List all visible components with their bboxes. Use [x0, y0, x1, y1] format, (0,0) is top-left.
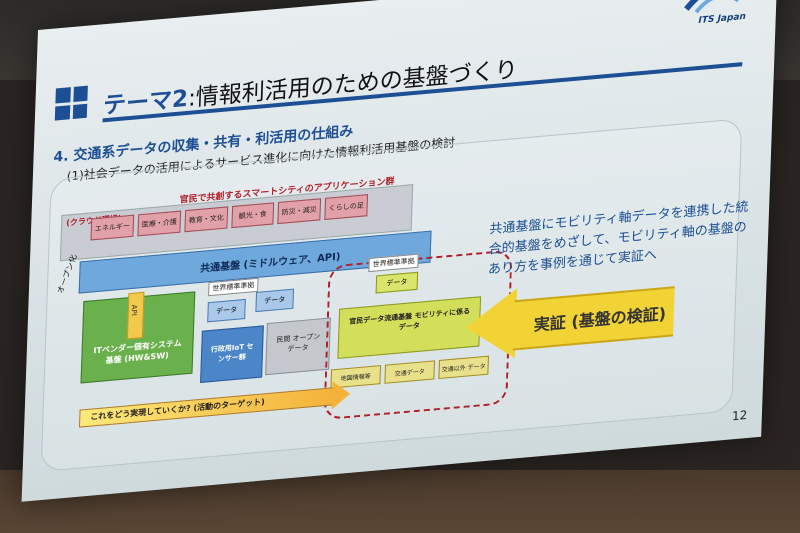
world-standard-label: 世界標準準拠 [208, 277, 259, 297]
slide-title: テーマ2:情報利活用のための基盤づくり [54, 27, 755, 129]
arrow-body: 実証 (基盤の検証) [513, 286, 675, 351]
data-tag: データ [207, 298, 246, 323]
private-open-data-box: 民間 オープンデータ [265, 317, 331, 376]
app-item: 観光・食 [231, 202, 275, 229]
it-vendor-label: ITベンダー個有システム基盤 (HW&SW) [93, 338, 182, 366]
its-japan-logo-icon [684, 0, 740, 14]
app-item: 教育・文化 [184, 206, 229, 233]
app-item: 防災・減災 [277, 198, 322, 225]
data-tag: データ [255, 288, 295, 313]
api-label: API [129, 304, 139, 317]
platform-label: 共通基盤 (ミドルウェア、API) [199, 251, 341, 275]
title-text: テーマ2:情報利活用のための基盤づくり [103, 50, 519, 121]
app-item: エネルギー [90, 214, 135, 241]
title-blocks-icon [54, 85, 88, 121]
arrow-left-icon [464, 288, 518, 363]
data-tag: データ [375, 271, 419, 294]
title-rest: :情報利活用のための基盤づくり [187, 56, 519, 112]
gov-iot-box: 行政用IoT センサー群 [200, 325, 264, 383]
target-label: これをどう実現していくか? (活動のターゲット) [90, 397, 265, 422]
target-arrow-head [331, 379, 351, 410]
target-arrow: これをどう実現していくか? (活動のターゲット) [78, 387, 337, 428]
projection-screen: ITS Japan テーマ2:情報利活用のための基盤づくり 4. 交通系データの… [21, 0, 778, 502]
private-open-data-label: 民間 オープンデータ [276, 332, 321, 354]
app-item: 医療・介護 [137, 210, 182, 237]
page-number: 12 [731, 407, 748, 424]
mobility-data-label: 官民データ流通基盤 モビリティに係るデータ [349, 307, 471, 332]
app-item: くらしの足 [324, 194, 369, 220]
verification-label: 実証 (基盤の検証) [533, 303, 667, 335]
gov-iot-label: 行政用IoT センサー群 [210, 342, 254, 364]
architecture-diagram: 官民で共創するスマートシティのアプリケーション群 (クラウド環境) エネルギー … [53, 166, 513, 444]
